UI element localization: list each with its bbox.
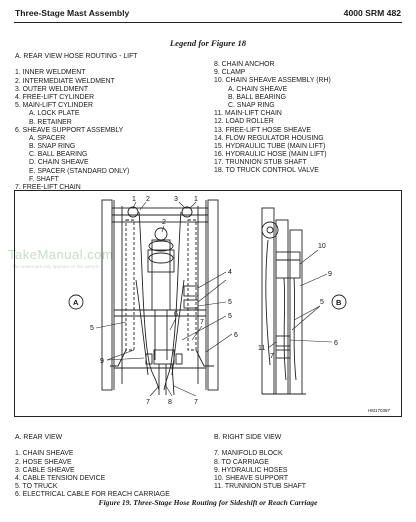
legend-item: 1. CHAIN SHEAVE bbox=[15, 450, 74, 458]
legend19-col2: B. RIGHT SIDE VIEW 7. MANIFOLD BLOCK 8. … bbox=[214, 434, 306, 491]
legend-spacer bbox=[15, 61, 138, 69]
legend-item: 8. TO CARRIAGE bbox=[214, 458, 269, 466]
legend-spacer bbox=[214, 442, 306, 450]
hose-routing-diagram: 1 2 3 1 2 4 5 5 5 6 7 6 9 7 8 7 10 9 5 6… bbox=[14, 190, 402, 417]
callout-7: 7 bbox=[270, 353, 274, 360]
legend-subitem: F. SHAFT bbox=[29, 175, 59, 183]
legend-item: 11. MAIN-LIFT CHAIN bbox=[214, 110, 282, 118]
callout-6: 6 bbox=[334, 340, 338, 347]
callout-2: 2 bbox=[162, 219, 166, 226]
side-view-mast bbox=[261, 207, 306, 395]
legend-item: 9. HYDRAULIC HOSES bbox=[214, 466, 288, 474]
callout-2: 2 bbox=[146, 196, 150, 203]
callout-8: 8 bbox=[168, 399, 172, 406]
watermark-subtext: The watermark only appears on this sampl… bbox=[12, 264, 100, 269]
header-section-title: Three-Stage Mast Assembly bbox=[15, 8, 130, 18]
legend-item: 3. CABLE SHEAVE bbox=[15, 466, 75, 474]
legend19-col1: A. REAR VIEW 1. CHAIN SHEAVE 2. HOSE SHE… bbox=[15, 434, 170, 500]
legend-item: 1. INNER WELDMENT bbox=[15, 69, 86, 77]
legend-item: 2. INTERMEDIATE WELDMENT bbox=[15, 77, 115, 85]
legend-item: 3. OUTER WELDMENT bbox=[15, 85, 89, 93]
view-a-marker bbox=[68, 294, 84, 310]
legend-item: 16. HYDRAULIC HOSE (MAIN LIFT) bbox=[214, 151, 327, 159]
legend-item: 4. FREE-LIFT CYLINDER bbox=[15, 93, 95, 101]
callout-3: 3 bbox=[174, 196, 178, 203]
legend-item: A. REAR VIEW HOSE ROUTING - LIFT bbox=[15, 53, 138, 60]
legend-item: 4. CABLE TENSION DEVICE bbox=[15, 474, 106, 482]
callout-4: 4 bbox=[228, 269, 232, 276]
legend-item: 13. FREE-LIFT HOSE SHEAVE bbox=[214, 126, 312, 134]
legend-item: 10. CHAIN SHEAVE ASSEMBLY (RH) bbox=[214, 77, 331, 85]
legend-item: 14. FLOW REGULATOR HOUSING bbox=[214, 134, 324, 142]
header-manual-number: 4000 SRM 482 bbox=[343, 8, 401, 18]
callout-5: 5 bbox=[320, 299, 324, 306]
view-a-letter: A bbox=[73, 298, 79, 307]
legend-item: 11. TRUNNION STUB SHAFT bbox=[214, 483, 307, 491]
figure-frame bbox=[14, 190, 402, 417]
view-b-marker bbox=[331, 294, 347, 310]
callout-9: 9 bbox=[328, 271, 332, 278]
legend-item: A. REAR VIEW bbox=[15, 434, 63, 441]
callout-5: 5 bbox=[90, 325, 94, 332]
callout-5: 5 bbox=[228, 299, 232, 306]
legend-item: 15. HYDRAULIC TUBE (MAIN LIFT) bbox=[214, 142, 326, 150]
rear-view-mast bbox=[101, 199, 219, 396]
callout-7: 7 bbox=[146, 399, 150, 406]
legend-subitem: A. CHAIN SHEAVE bbox=[228, 85, 288, 93]
legend-item: 8. CHAIN ANCHOR bbox=[214, 61, 275, 68]
legend-item: 9. CLAMP bbox=[214, 69, 246, 77]
legend-subitem: E. SPACER (STANDARD ONLY) bbox=[29, 167, 130, 175]
callout-6: 6 bbox=[234, 332, 238, 339]
legend-subitem: A. SPACER bbox=[29, 134, 66, 142]
legend-item: 7. FREE-LIFT CHAIN bbox=[15, 184, 81, 191]
callout-labels: 1 2 3 1 2 4 5 5 5 6 7 6 9 7 8 7 10 9 5 6… bbox=[73, 196, 391, 413]
legend-item: 6. SHEAVE SUPPORT ASSEMBLY bbox=[15, 126, 124, 134]
legend-item: B. RIGHT SIDE VIEW bbox=[214, 434, 282, 441]
callout-6: 6 bbox=[174, 311, 178, 318]
figure-id-tag: HM170387 bbox=[368, 408, 391, 413]
legend18-col1: A. REAR VIEW HOSE ROUTING - LIFT 1. INNE… bbox=[15, 53, 138, 192]
figure-caption: Figure 19. Three-Stage Hose Routing for … bbox=[98, 498, 318, 507]
legend-subitem: D. CHAIN SHEAVE bbox=[29, 159, 89, 167]
legend-item: 10. SHEAVE SUPPORT bbox=[214, 474, 289, 482]
legend-item: 5. MAIN-LIFT CYLINDER bbox=[15, 102, 93, 110]
legend-item: 17. TRUNNION STUB SHAFT bbox=[214, 159, 307, 167]
legend-item: 18. TO TRUCK CONTROL VALVE bbox=[214, 167, 319, 175]
callout-5: 5 bbox=[228, 313, 232, 320]
legend-subitem: A. LOCK PLATE bbox=[29, 110, 80, 118]
callout-1: 1 bbox=[194, 196, 198, 203]
legend-subitem: B. RETAINER bbox=[29, 118, 72, 126]
legend-item: 12. LOAD ROLLER bbox=[214, 118, 274, 126]
view-b-letter: B bbox=[336, 298, 342, 307]
legend-subitem: B. BALL BEARING bbox=[228, 93, 286, 101]
legend-item: 7. MANIFOLD BLOCK bbox=[214, 450, 283, 458]
legend-subitem: C. BALL BEARING bbox=[29, 151, 88, 159]
callout-1: 1 bbox=[132, 196, 136, 203]
legend-subitem: B. SNAP RING bbox=[29, 143, 76, 151]
legend18-col2: 8. CHAIN ANCHOR 9. CLAMP 10. CHAIN SHEAV… bbox=[214, 61, 331, 176]
callout-11: 11 bbox=[258, 345, 265, 352]
leader-lines bbox=[95, 201, 333, 397]
legend-item: 2. HOSE SHEAVE bbox=[15, 458, 72, 466]
legend-title: Legend for Figure 18 bbox=[169, 38, 247, 48]
callout-7: 7 bbox=[194, 399, 198, 406]
callout-7: 7 bbox=[200, 319, 204, 326]
legend-spacer bbox=[15, 442, 170, 450]
legend-item: 6. ELECTRICAL CABLE FOR REACH CARRIAGE bbox=[15, 491, 170, 499]
header-rule bbox=[14, 22, 402, 23]
watermark-text: TakeManual.com bbox=[8, 247, 114, 262]
legend-item: 5. TO TRUCK bbox=[15, 483, 58, 491]
callout-10: 10 bbox=[318, 243, 326, 250]
legend-subitem: C. SNAP RING bbox=[228, 101, 275, 109]
callout-9: 9 bbox=[100, 358, 104, 365]
